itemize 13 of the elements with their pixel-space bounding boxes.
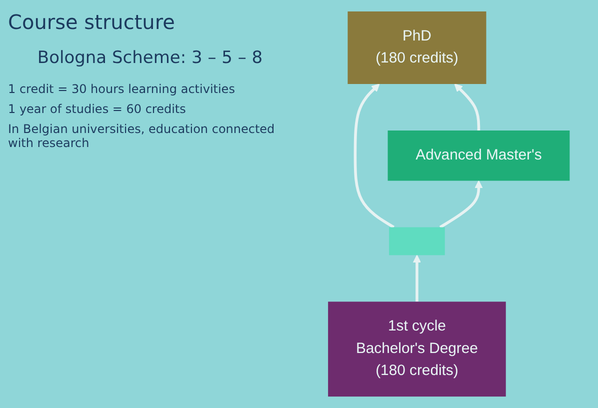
arrow	[413, 254, 422, 302]
subheading: Bologna Scheme: 3 – 5 – 8	[36, 48, 264, 68]
note-text: 1 credit = 30 hours learning activities	[8, 82, 236, 96]
node-box: 1st cycle Bachelor's Degree (180 credits)	[328, 302, 506, 397]
node-box: PhD (180 credits)	[348, 11, 486, 84]
node-box	[389, 227, 445, 256]
arrow	[454, 84, 480, 130]
note-text: In Belgian universities, education connected with research	[8, 122, 276, 150]
note-text: 1 year of studies = 60 credits	[8, 102, 187, 116]
arrow	[354, 84, 395, 228]
node-box: Advanced Master's	[388, 130, 570, 181]
slide-title: Course structure	[8, 10, 176, 34]
arrow	[440, 180, 483, 228]
